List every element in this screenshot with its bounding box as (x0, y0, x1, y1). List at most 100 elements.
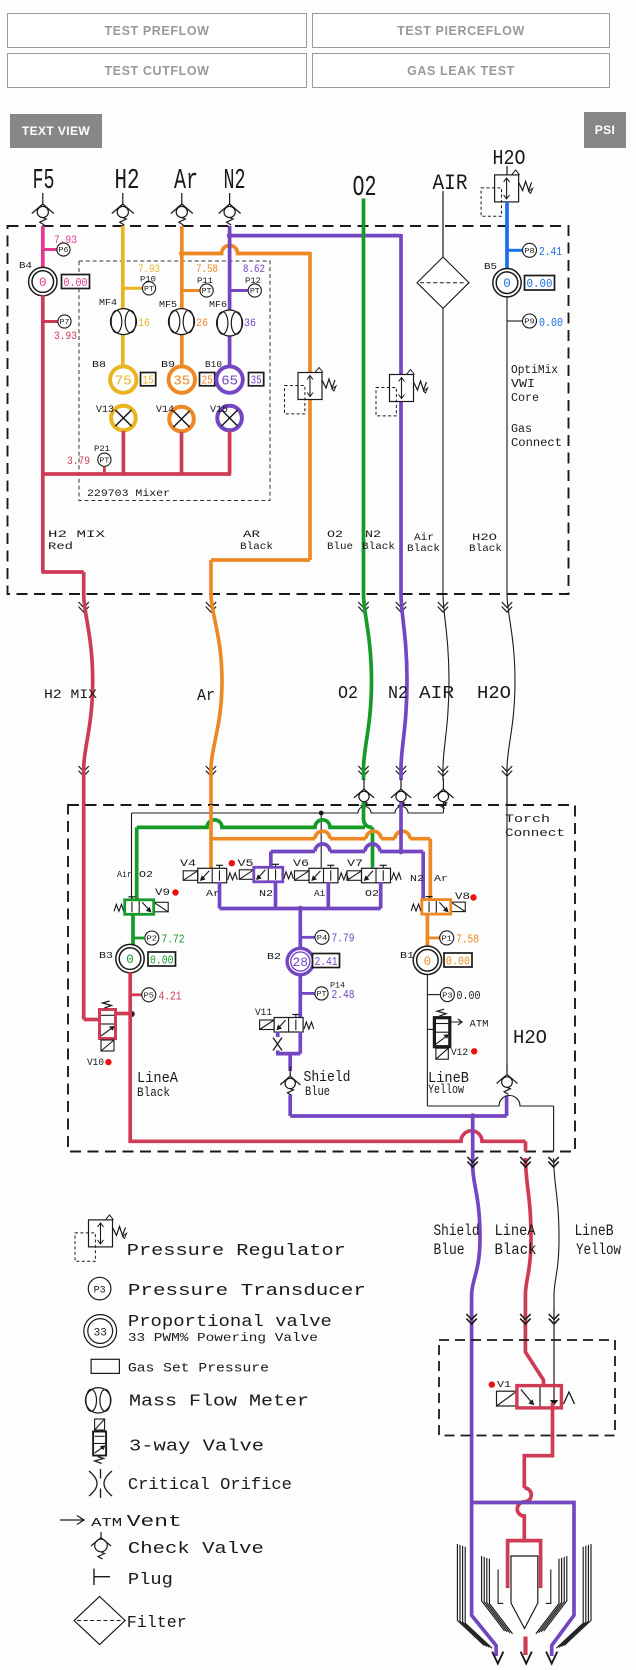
svg-text:Vent: Vent (127, 1513, 182, 1532)
svg-text:7.79: 7.79 (332, 932, 355, 946)
svg-text:Pressure Regulator: Pressure Regulator (127, 1242, 346, 1261)
svg-text:Shield: Shield (434, 1222, 480, 1240)
svg-text:Yellow: Yellow (576, 1241, 622, 1259)
svg-text:3.79: 3.79 (67, 456, 90, 468)
svg-text:Yellow: Yellow (428, 1082, 464, 1097)
svg-text:PT: PT (144, 286, 154, 294)
svg-text:P4: P4 (317, 935, 328, 943)
svg-text:Black: Black (362, 541, 395, 553)
svg-text:H2 MIX: H2 MIX (48, 529, 106, 541)
svg-text:P12: P12 (245, 276, 261, 286)
svg-text:P7: P7 (60, 319, 70, 327)
svg-text:Connect: Connect (505, 828, 565, 840)
svg-text:B2: B2 (267, 951, 281, 962)
svg-text:Black: Black (137, 1085, 170, 1100)
svg-text:0: 0 (39, 276, 47, 290)
svg-text:65: 65 (221, 374, 238, 390)
svg-text:Plug: Plug (128, 1571, 173, 1590)
svg-text:Air: Air (314, 888, 331, 899)
svg-text:B9: B9 (161, 359, 175, 370)
svg-text:PT: PT (250, 288, 260, 296)
svg-text:P3: P3 (442, 992, 453, 1000)
svg-text:P5: P5 (144, 993, 155, 1001)
svg-text:Air: Air (117, 869, 132, 880)
svg-text:N2: N2 (224, 164, 246, 197)
svg-text:N2: N2 (388, 684, 408, 704)
svg-text:B4: B4 (19, 260, 32, 271)
svg-text:V10: V10 (87, 1058, 104, 1069)
svg-text:Air: Air (414, 532, 434, 544)
svg-text:26: 26 (196, 318, 208, 330)
svg-text:V6: V6 (293, 859, 309, 870)
svg-text:V14: V14 (156, 405, 174, 416)
svg-text:8.62: 8.62 (243, 264, 265, 276)
svg-text:Black: Black (469, 543, 502, 555)
svg-text:MF4: MF4 (99, 298, 117, 308)
svg-text:2.48: 2.48 (332, 988, 355, 1002)
svg-text:LineB: LineB (428, 1070, 469, 1087)
svg-text:P9: P9 (524, 319, 535, 327)
svg-text:V13: V13 (96, 405, 114, 416)
svg-text:75: 75 (115, 374, 132, 390)
svg-text:0.00: 0.00 (527, 277, 553, 291)
svg-text:P6: P6 (59, 247, 69, 255)
svg-text:36: 36 (244, 318, 256, 330)
svg-text:P14: P14 (330, 981, 345, 991)
svg-text:0: 0 (126, 953, 134, 967)
svg-text:V12: V12 (451, 1048, 468, 1059)
svg-text:N2: N2 (365, 529, 381, 541)
svg-text:Gas Set Pressure: Gas Set Pressure (128, 1361, 269, 1376)
svg-text:Core: Core (511, 392, 539, 405)
svg-text:0.00: 0.00 (150, 953, 174, 967)
svg-text:V5: V5 (238, 859, 254, 870)
svg-text:3.93: 3.93 (54, 331, 77, 343)
svg-text:0: 0 (424, 955, 432, 969)
svg-text:25: 25 (202, 374, 213, 387)
svg-text:15: 15 (143, 374, 154, 387)
svg-text:MF5: MF5 (159, 300, 177, 310)
svg-text:Proportional valve: Proportional valve (128, 1313, 332, 1332)
svg-text:N2: N2 (259, 888, 273, 899)
svg-text:V7: V7 (347, 859, 363, 870)
svg-text:P3: P3 (94, 1286, 106, 1297)
svg-text:V8: V8 (455, 892, 470, 903)
svg-text:0: 0 (503, 277, 511, 291)
svg-text:Ar: Ar (434, 873, 448, 884)
svg-text:B5: B5 (484, 261, 497, 272)
svg-text:Shield: Shield (304, 1069, 351, 1086)
svg-text:H2O: H2O (513, 1027, 547, 1049)
svg-text:AIR: AIR (419, 684, 454, 704)
svg-text:V11: V11 (255, 1008, 272, 1019)
svg-text:0.00: 0.00 (446, 954, 470, 968)
svg-text:Pressure Transducer: Pressure Transducer (128, 1282, 366, 1301)
svg-text:Critical Orifice: Critical Orifice (128, 1476, 292, 1495)
svg-text:O2: O2 (139, 869, 153, 880)
svg-text:Ar: Ar (206, 888, 220, 899)
svg-text:V9: V9 (155, 888, 170, 899)
svg-text:33 PWM% Powering Valve: 33 PWM% Powering Valve (128, 1332, 318, 1345)
svg-text:4.21: 4.21 (159, 990, 182, 1004)
svg-text:V1: V1 (497, 1379, 511, 1390)
svg-text:0.00: 0.00 (457, 989, 481, 1003)
svg-text:Filter: Filter (127, 1614, 187, 1633)
svg-text:AIR: AIR (433, 171, 468, 196)
svg-text:7.72: 7.72 (162, 933, 185, 947)
svg-text:7.58: 7.58 (196, 264, 218, 276)
svg-text:ATM: ATM (470, 1020, 489, 1031)
svg-text:V4: V4 (180, 859, 196, 870)
svg-text:Red: Red (48, 541, 73, 553)
svg-text:MF6: MF6 (209, 300, 227, 310)
svg-text:Blue: Blue (434, 1241, 465, 1259)
svg-text:H2O: H2O (477, 684, 511, 704)
svg-text:Mass Flow Meter: Mass Flow Meter (129, 1393, 309, 1412)
svg-text:229703 Mixer: 229703 Mixer (87, 488, 170, 500)
svg-text:2.41: 2.41 (539, 245, 562, 259)
svg-text:LineA: LineA (137, 1070, 178, 1087)
svg-text:VWI: VWI (511, 378, 535, 391)
svg-text:P1: P1 (441, 936, 452, 944)
svg-text:PT: PT (202, 288, 212, 296)
svg-text:P11: P11 (197, 276, 213, 286)
svg-text:B8: B8 (92, 359, 106, 370)
svg-text:35: 35 (251, 374, 262, 387)
svg-text:H2 MIX: H2 MIX (44, 687, 97, 702)
